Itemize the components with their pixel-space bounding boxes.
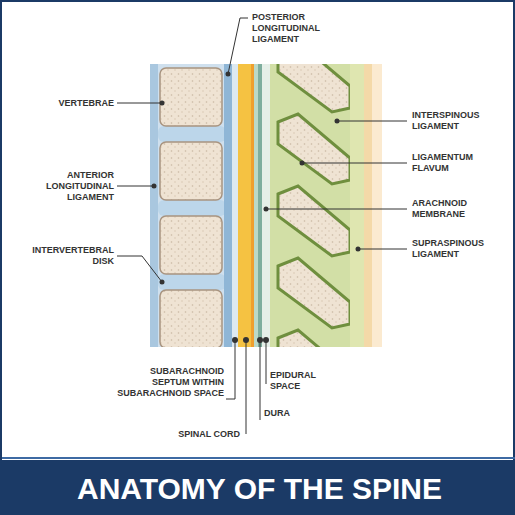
spine-column (150, 64, 382, 347)
leader-line (246, 340, 247, 434)
disk (158, 200, 226, 216)
title-rule (2, 457, 515, 459)
leader-line (302, 163, 407, 164)
vertebra-body (160, 68, 222, 126)
leader-dot (160, 280, 165, 285)
spinous-process (278, 64, 350, 112)
part-label: INTERSPINOUS LIGAMENT (412, 110, 502, 132)
spinous-process (278, 258, 350, 328)
part-label: DURA (264, 408, 324, 419)
title: ANATOMY OF THE SPINE (2, 460, 515, 515)
part-label: SUPRASPINOUS LIGAMENT (412, 238, 502, 260)
leader-line (117, 103, 162, 104)
leader-line (117, 256, 162, 282)
septum (254, 64, 258, 347)
skin-layer (372, 64, 382, 347)
leader-dot (300, 161, 305, 166)
leader-line (266, 340, 267, 384)
leader-dot (160, 101, 165, 106)
part-label: SPINAL CORD (152, 429, 240, 440)
epidural-layer (262, 64, 270, 347)
leader-line (337, 121, 407, 122)
part-label: VERTEBRAE (32, 98, 114, 109)
ligament-bg (150, 64, 232, 347)
anterior-ligament (150, 64, 158, 347)
vertebra-body (160, 216, 222, 274)
leader-dot (152, 184, 157, 189)
leader-line (228, 18, 248, 74)
leader-dot (232, 337, 238, 343)
dura-layer (258, 64, 262, 347)
part-label: LIGAMENTUM FLAVUM (412, 152, 502, 174)
part-label: ARACHNOID MEMBRANE (412, 198, 502, 220)
disk (158, 126, 226, 142)
supraspinous-ligament (350, 64, 364, 347)
cord-edge (251, 64, 254, 347)
spinous-process (278, 186, 350, 256)
leader-dots (152, 72, 361, 344)
part-label: POSTERIOR LONGITUDINAL LIGAMENT (252, 12, 347, 45)
leader-dot (263, 337, 269, 343)
vertebra-body (160, 142, 222, 200)
leader-dot (356, 247, 361, 252)
spinous-process (278, 114, 350, 184)
part-label: EPIDURAL SPACE (270, 370, 330, 392)
vertebra-body (160, 290, 222, 347)
subarachnoid-space (232, 64, 238, 347)
skin-layer (364, 64, 372, 347)
leader-line (117, 186, 154, 187)
leader-dot (257, 337, 263, 343)
leader-dot (335, 119, 340, 124)
spinous-process (278, 330, 350, 347)
leader-line (226, 340, 235, 399)
leader-dot (264, 207, 269, 212)
part-label: ANTERIOR LONGITUDINAL LIGAMENT (32, 170, 114, 203)
spinal-cord (238, 64, 254, 347)
leader-dot (226, 72, 231, 77)
leader-line (266, 209, 407, 210)
leader-line (358, 249, 407, 250)
title-band: ANATOMY OF THE SPINE (2, 460, 515, 515)
part-label: INTERVERTEBRAL DISK (22, 245, 114, 267)
part-label: SUBARACHNOID SEPTUM WITHIN SUBARACHNOID … (114, 366, 224, 399)
posterior-ligament (224, 64, 232, 347)
disk (158, 274, 226, 290)
leader-dot (243, 337, 249, 343)
leader-line (260, 340, 261, 420)
